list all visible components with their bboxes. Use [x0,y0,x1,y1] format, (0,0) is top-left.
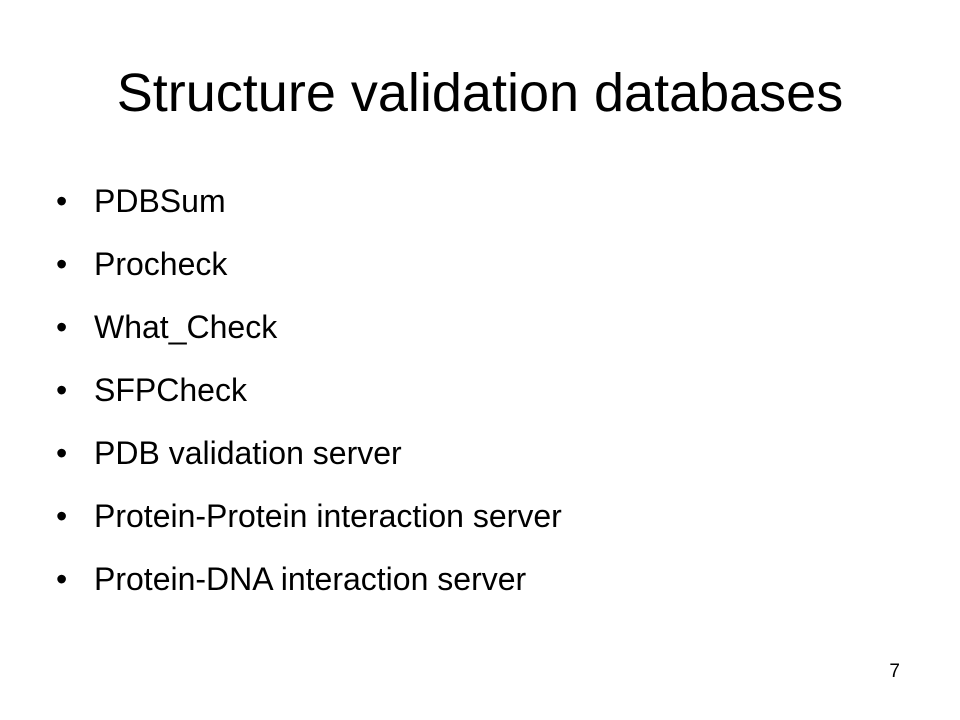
bullet-icon: • [56,183,68,219]
bullet-item: • Protein-Protein interaction server [56,485,562,548]
page-number: 7 [889,661,900,682]
bullet-icon: • [56,498,68,534]
bullet-icon: • [56,309,68,345]
bullet-item: • Procheck [56,233,562,296]
bullet-item: • SFPCheck [56,359,562,422]
bullet-item: • Protein-DNA interaction server [56,548,562,611]
slide-title: Structure validation databases [116,63,844,123]
bullet-icon: • [56,372,68,408]
bullet-icon: • [56,561,68,597]
bullet-text: SFPCheck [94,372,247,408]
bullet-text: PDBSum [94,183,226,219]
bullet-text: Protein-Protein interaction server [94,498,562,534]
bullet-item: • What_Check [56,296,562,359]
bullet-text: PDB validation server [94,435,402,471]
bullet-list: • PDBSum • Procheck • What_Check • SFPCh… [56,170,562,611]
bullet-item: • PDBSum [56,170,562,233]
bullet-text: Procheck [94,246,228,282]
bullet-item: • PDB validation server [56,422,562,485]
bullet-text: Protein-DNA interaction server [94,561,527,597]
bullet-icon: • [56,435,68,471]
bullet-text: What_Check [94,309,278,345]
bullet-icon: • [56,246,68,282]
